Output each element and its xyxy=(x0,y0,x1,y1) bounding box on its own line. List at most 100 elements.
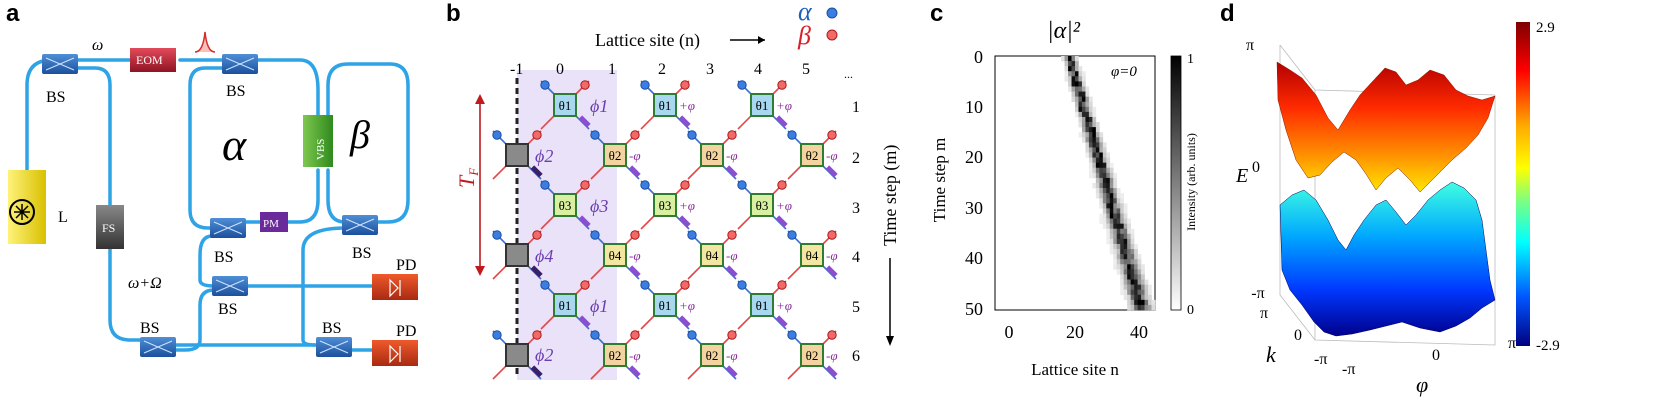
coupler-box xyxy=(800,143,824,167)
eom-label: EOM xyxy=(136,53,163,67)
heat-cell xyxy=(1127,289,1131,296)
heat-cell xyxy=(1095,122,1100,128)
heat-cell xyxy=(1106,198,1111,204)
beam-splitter xyxy=(342,215,378,235)
phi-tick: -π xyxy=(1342,361,1355,378)
heat-cell xyxy=(1102,203,1107,209)
heat-cell xyxy=(1088,157,1093,163)
heat-cell xyxy=(1102,218,1107,224)
colorbar xyxy=(1170,55,1182,311)
alpha-dot xyxy=(590,130,600,140)
heat-cell xyxy=(1095,152,1100,158)
heat-cell xyxy=(1099,142,1104,148)
theta-label: θ1 xyxy=(659,298,672,313)
heat-cell xyxy=(1078,101,1083,108)
alpha-dot xyxy=(492,130,502,140)
heat-cell xyxy=(1130,279,1135,285)
heat-cell xyxy=(1109,243,1114,250)
heat-cell xyxy=(1075,71,1079,77)
heat-cell xyxy=(1116,228,1121,235)
heat-cell xyxy=(1120,218,1124,224)
heat-cell xyxy=(1095,137,1100,143)
heat-cell xyxy=(1120,193,1124,199)
heat-cell xyxy=(1109,167,1114,174)
heat-cell xyxy=(1106,152,1111,158)
heat-cell xyxy=(1102,172,1107,179)
z-tick: 0 xyxy=(1252,159,1260,176)
heat-cell xyxy=(1099,157,1104,163)
heat-cell xyxy=(1127,294,1131,301)
alpha-legend: α xyxy=(798,0,813,26)
heatmap-cells xyxy=(1061,56,1156,311)
heat-cell xyxy=(1123,274,1128,280)
heat-cell xyxy=(1134,274,1138,280)
heat-cell xyxy=(1099,183,1104,189)
eom-modulator xyxy=(130,48,176,72)
heat-cell xyxy=(1109,238,1114,245)
coupler-box xyxy=(750,293,774,317)
heat-cell xyxy=(1113,223,1118,230)
coupler-box xyxy=(603,143,627,167)
z-tick: π xyxy=(1246,37,1254,54)
heat-cell xyxy=(1137,264,1142,270)
heat-cell xyxy=(1106,238,1111,245)
heat-cell xyxy=(1120,264,1124,270)
phi-label: ϕ1 xyxy=(590,96,608,116)
heat-cell xyxy=(1092,137,1097,143)
heat-cell xyxy=(1085,96,1090,103)
vbs-splitter xyxy=(303,115,333,167)
coupler-box xyxy=(553,293,577,317)
heat-cell xyxy=(1085,116,1090,123)
heat-cell xyxy=(1081,96,1086,103)
panel-letter-a: a xyxy=(6,0,20,27)
heat-cell xyxy=(1081,111,1086,118)
heat-cell xyxy=(1130,304,1135,311)
reflecting-boundary xyxy=(505,243,529,267)
heat-cell xyxy=(1109,228,1114,235)
heat-cell xyxy=(1130,289,1135,296)
heat-cell xyxy=(1095,183,1100,189)
heat-cell xyxy=(1071,66,1076,72)
heat-cell xyxy=(1123,208,1128,214)
omega-plus-label: ω+Ω xyxy=(128,275,162,292)
omega-label: ω xyxy=(92,37,103,54)
heat-cell xyxy=(1134,243,1138,250)
heat-cell xyxy=(1099,137,1104,143)
beam-splitter xyxy=(222,54,258,74)
heat-cell xyxy=(1102,162,1107,169)
heat-cell xyxy=(1071,61,1076,67)
beta-dot xyxy=(680,280,690,290)
heat-cell xyxy=(1092,127,1097,133)
heat-cell xyxy=(1151,304,1156,311)
coupler-box xyxy=(603,243,627,267)
intensity-heatmap: |α|² φ=0 0 10 20 30 40 50 Time step m 0 … xyxy=(930,18,1198,379)
heat-cell xyxy=(1106,213,1111,219)
beta-dot xyxy=(727,330,737,340)
heat-cell xyxy=(1102,177,1107,184)
coupler-box xyxy=(700,343,724,367)
beta-dot xyxy=(727,130,737,140)
heat-cell xyxy=(1088,101,1093,108)
alpha-dot xyxy=(737,280,747,290)
k-tick: π xyxy=(1260,305,1268,322)
heat-cell xyxy=(1134,284,1138,290)
heatmap-title: |α|² xyxy=(1047,18,1081,44)
phi-label: ϕ4 xyxy=(535,246,553,266)
heat-cell xyxy=(1113,198,1118,204)
alpha-dot xyxy=(737,80,747,90)
phase-element xyxy=(775,215,788,228)
shaded-region xyxy=(517,70,617,380)
coupler-box xyxy=(653,193,677,217)
heat-cell xyxy=(1075,76,1079,82)
heat-cell xyxy=(1102,188,1107,194)
heat-cell xyxy=(1116,198,1121,204)
heat-cell xyxy=(1106,172,1111,179)
heat-cell xyxy=(1095,157,1100,163)
heat-cell xyxy=(1127,269,1131,275)
heat-cell xyxy=(1120,223,1124,230)
heat-cell xyxy=(1061,56,1065,62)
heat-cell xyxy=(1116,208,1121,214)
heat-cell xyxy=(1081,116,1086,123)
heat-cell xyxy=(1075,91,1079,97)
alpha-dot xyxy=(590,230,600,240)
